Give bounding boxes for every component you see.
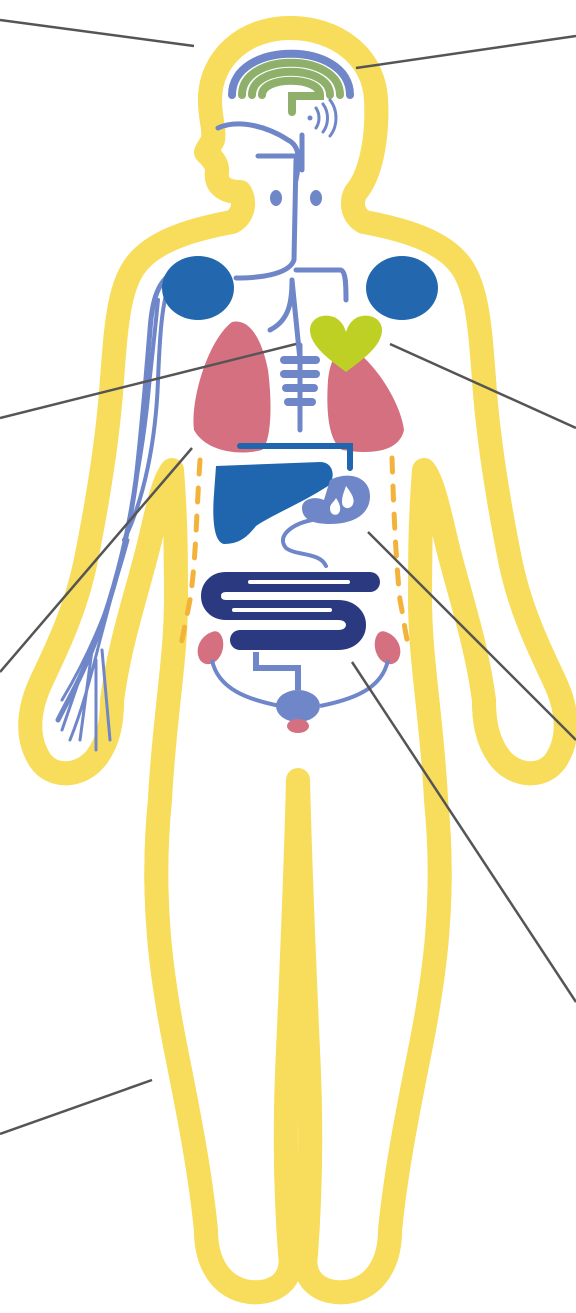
- body-silhouette: [30, 28, 565, 1292]
- leader-line-1: [0, 20, 194, 46]
- body-outline-skin: [30, 28, 565, 1292]
- leader-line-2: [356, 36, 576, 68]
- leader-line-8: [0, 1080, 152, 1134]
- bladder: [276, 690, 320, 722]
